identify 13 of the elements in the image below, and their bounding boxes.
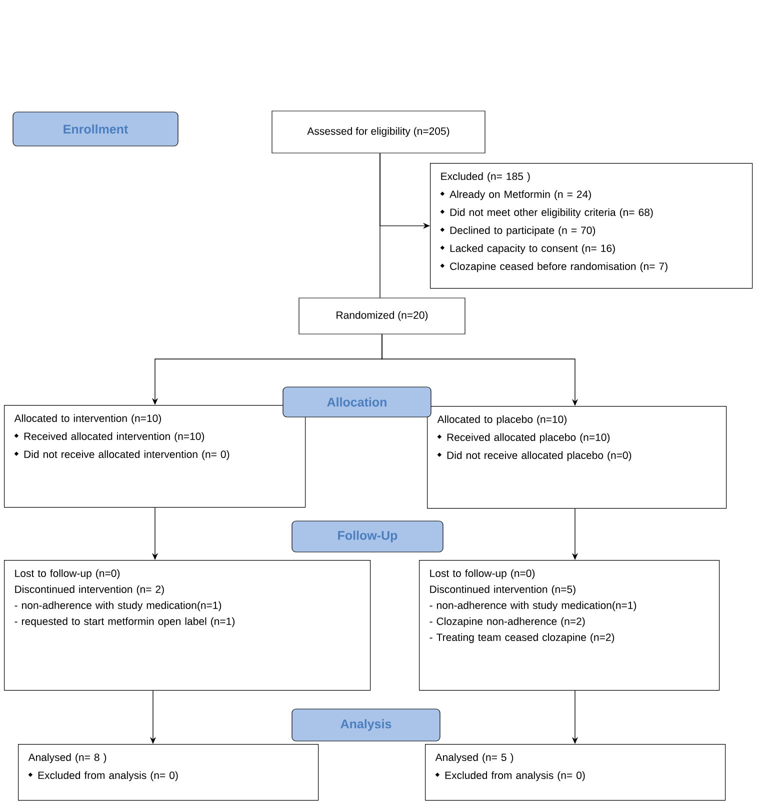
process-box: Excluded (n= 185 ) Already on Metformin (n = 24) Did not meet other eligibility criteria (n= 68) Declined to participate (n = 70) Lacked capacity to consent (n= 16) Clozapine ceased before randomisation (n= 7) — [430, 163, 753, 289]
stage-label: Follow-Up — [292, 520, 444, 552]
process-box: Allocated to intervention (n=10) Received allocated intervention (n=10) Did not receive allocated intervention (n= 0) — [4, 405, 306, 508]
process-box: Analysed (n= 5 ) Excluded from analysis (n= 0) — [425, 744, 726, 801]
stage-label: Analysis — [292, 708, 440, 742]
process-box: Allocated to placebo (n=10) Received allocated placebo (n=10) Did not receive allocated placebo (n=0) — [427, 406, 727, 509]
stage-label: Enrollment — [12, 112, 178, 146]
process-box: Randomized (n=20) — [298, 298, 466, 334]
process-box: Assessed for eligibility (n=205) — [272, 110, 486, 154]
process-box: Analysed (n= 8 ) Excluded from analysis (n= 0) — [18, 744, 319, 801]
process-box: Lost to follow-up (n=0) Discontinued intervention (n= 2) - non-adherence with study medication(n=1) - requested to start metformin open label (n=1) — [4, 560, 371, 691]
stage-label: Allocation — [282, 386, 432, 418]
process-box: Lost to follow-up (n=0) Discontinued intervention (n=5) - non-adherence with study medication(n=1) - Clozapine non-adherence (n=2) - Treating team ceased clozapine (n=2) — [419, 560, 720, 691]
